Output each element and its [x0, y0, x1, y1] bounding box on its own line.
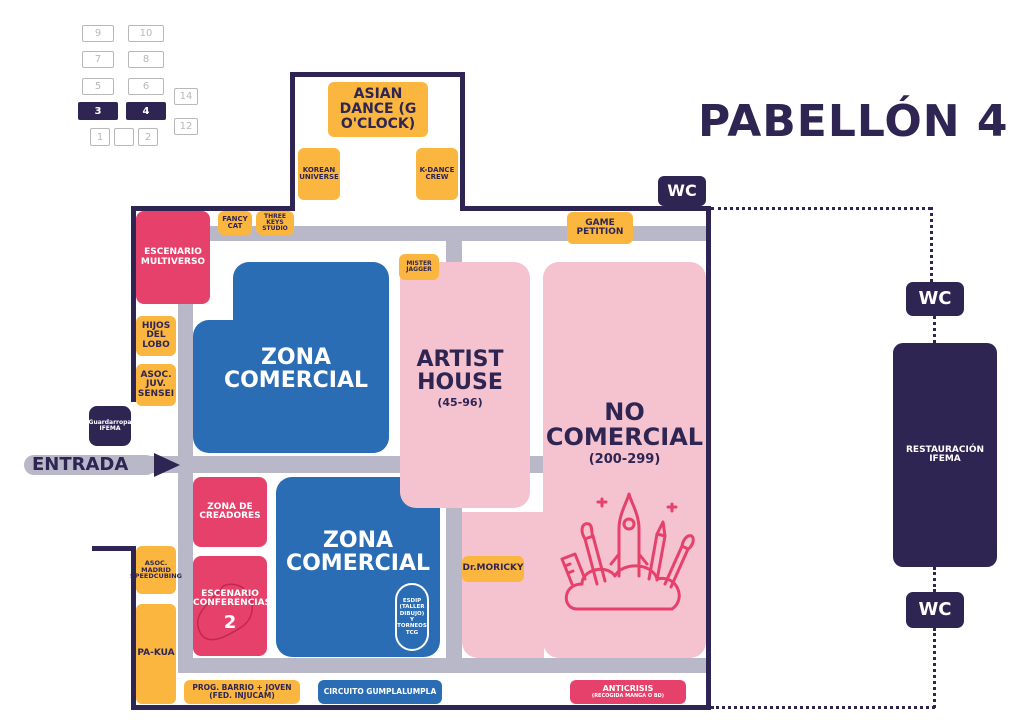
zone-anticrisis[interactable]: ANTICRISIS (RECOGIDA MANGA O BD): [570, 680, 686, 704]
hall-wall-annex-right: [460, 72, 465, 211]
path-top-connector: [711, 207, 931, 210]
wc-upper-right[interactable]: WC: [906, 282, 964, 316]
path-right-upper: [930, 207, 933, 282]
wc-hall-label: WC: [667, 180, 697, 200]
zone-korean-universe-label: KOREAN UNIVERSE: [299, 165, 339, 181]
zone-comercial-2-label: ZONA COMERCIAL: [285, 528, 431, 577]
zone-kdance-crew[interactable]: K-DANCE CREW: [416, 148, 458, 200]
zone-anticrisis-sub: (RECOGIDA MANGA O BD): [591, 692, 665, 699]
cloakroom-label: Guardarropa IFEMA: [88, 418, 132, 432]
zone-pa-kua-label: PA-KUA: [137, 648, 175, 659]
zone-restauracion-label: RESTAURACIÓN IFEMA: [905, 444, 985, 464]
arrow-right-icon: [154, 453, 180, 477]
minimap-pavilion-10[interactable]: 10: [128, 25, 164, 42]
hall-wall-left-upper: [131, 206, 136, 402]
zone-prog-barrio-joven[interactable]: PROG. BARRIO + JOVEN (FED. INJUCAM): [184, 680, 300, 704]
zone-korean-universe[interactable]: KOREAN UNIVERSE: [298, 148, 340, 200]
zone-artist-house[interactable]: ARTIST HOUSE (45-96): [400, 262, 530, 508]
minimap-pavilion-7[interactable]: 7: [82, 51, 114, 68]
zone-escenario-conferencias[interactable]: ESCENARIO CONFERENCIAS 2: [193, 556, 272, 656]
zone-artist-house-label: ARTIST HOUSE: [416, 347, 504, 396]
hall-wall-top-left: [131, 206, 291, 211]
zone-escenario-multiverso[interactable]: ESCENARIO MULTIVERSO: [136, 211, 210, 304]
stage-doodle-icon: [197, 583, 253, 641]
zone-comercial-1-label: ZONA COMERCIAL: [223, 345, 369, 394]
zone-hijos-del-lobo[interactable]: HIJOS DEL LOBO: [136, 316, 176, 356]
minimap-pavilion-4[interactable]: 4: [126, 102, 166, 120]
hall-wall-left-lower: [131, 548, 136, 710]
zone-game-petition-label: GAME PETITION: [576, 217, 624, 237]
zone-dr-moricky[interactable]: Dr.MORICKY: [462, 556, 524, 582]
zone-mister-jagger-label: MISTER JAGGER: [406, 259, 432, 273]
zone-escenario-multiverso-label: ESCENARIO MULTIVERSO: [140, 247, 206, 267]
zone-asian-dance-label: ASIAN DANCE (G O'CLOCK): [339, 86, 417, 132]
minimap-pavilion-6[interactable]: 6: [128, 78, 164, 95]
minimap-pavilion-9[interactable]: 9: [82, 25, 114, 42]
wc-upper-right-label: WC: [918, 287, 952, 309]
wc-lower-right-label: WC: [918, 598, 952, 620]
zone-dr-moricky-label: Dr.MORICKY: [462, 563, 524, 574]
minimap-pavilion-5[interactable]: 5: [82, 78, 114, 95]
zone-hijos-del-lobo-label: HIJOS DEL LOBO: [141, 320, 171, 350]
zone-fancy-cat-label: FANCY CAT: [222, 214, 248, 230]
minimap-pavilion-blank[interactable]: [114, 128, 134, 146]
minimap-pavilion-8[interactable]: 8: [128, 51, 164, 68]
minimap-pavilion-3[interactable]: 3: [78, 102, 118, 120]
entrance-label: ENTRADA: [32, 454, 129, 475]
zone-asoc-madrid-speedcubing-label: ASOC. MADRID SPEEDCUBING: [130, 558, 182, 581]
outer-wall-lower-left: [92, 546, 136, 551]
zone-no-comercial[interactable]: NO COMERCIAL (200-299): [543, 262, 706, 658]
zone-circuito-gumplalumpla[interactable]: CIRCUITO GUMPLALUMPLA: [318, 680, 442, 704]
zone-anticrisis-label: ANTICRISIS: [602, 684, 654, 694]
minimap-pavilion-12[interactable]: 12: [174, 118, 198, 135]
zone-three-keys-studio[interactable]: THREE KEYS STUDIO: [256, 211, 294, 235]
zone-fancy-cat[interactable]: FANCY CAT: [218, 211, 252, 235]
minimap-pavilion-1[interactable]: 1: [90, 128, 110, 146]
hall-wall-annex-top: [290, 72, 465, 77]
zone-three-keys-studio-label: THREE KEYS STUDIO: [262, 212, 288, 233]
zone-no-comercial-label: NO COMERCIAL: [545, 398, 704, 452]
minimap-pavilion-14[interactable]: 14: [174, 88, 198, 105]
zone-pink-lower: [462, 512, 544, 658]
zone-prog-barrio-joven-label: PROG. BARRIO + JOVEN (FED. INJUCAM): [192, 683, 292, 700]
zone-kdance-crew-label: K-DANCE CREW: [419, 165, 455, 181]
path-right-lower: [933, 628, 936, 708]
zone-esdip-label: ESDIP (TALLER DIBUJO) Y TORNEOS TCG: [397, 598, 427, 636]
zone-circuito-gumplalumpla-label: CIRCUITO GUMPLALUMPLA: [323, 687, 437, 697]
zone-creadores-label: ZONA DE CREADORES: [199, 501, 261, 521]
zone-escenario-conferencias-label: ESCENARIO CONFERENCIAS: [193, 589, 272, 609]
hall-wall-annex-left: [290, 72, 295, 211]
cloakroom[interactable]: Guardarropa IFEMA: [89, 406, 131, 446]
minimap-pavilion-2[interactable]: 2: [138, 128, 158, 146]
zone-esdip[interactable]: ESDIP (TALLER DIBUJO) Y TORNEOS TCG: [395, 583, 429, 651]
zone-comercial-1[interactable]: ZONA COMERCIAL: [193, 262, 389, 453]
zone-no-comercial-range: (200-299): [588, 452, 661, 467]
zone-game-petition[interactable]: GAME PETITION: [567, 212, 633, 244]
zone-asian-dance[interactable]: ASIAN DANCE (G O'CLOCK): [328, 82, 428, 137]
path-right-mid-1: [933, 316, 936, 343]
entrance-arrow: ENTRADA: [24, 453, 182, 477]
aisle-bottom: [178, 658, 706, 673]
zone-mister-jagger[interactable]: MISTER JAGGER: [399, 254, 439, 280]
wc-hall[interactable]: WC: [658, 176, 706, 206]
zone-restauracion[interactable]: RESTAURACIÓN IFEMA: [893, 343, 997, 567]
art-supplies-icon: [560, 492, 695, 611]
hall-wall-bottom: [131, 705, 711, 710]
page-title: PABELLÓN 4: [698, 96, 1009, 147]
zone-asoc-juv-sensei-label: ASOC. JUV. SENSEI: [137, 369, 175, 399]
zone-artist-house-range: (45-96): [437, 396, 483, 409]
zone-asoc-madrid-speedcubing[interactable]: ASOC. MADRID SPEEDCUBING: [130, 546, 182, 594]
zone-creadores[interactable]: ZONA DE CREADORES: [193, 477, 267, 547]
hall-wall-right: [706, 206, 711, 710]
hall-wall-top-right: [460, 206, 711, 211]
wc-lower-right[interactable]: WC: [906, 592, 964, 628]
aisle-left: [178, 226, 193, 666]
zone-asoc-juv-sensei[interactable]: ASOC. JUV. SENSEI: [136, 364, 176, 406]
path-bottom-connector: [711, 706, 935, 709]
zone-pa-kua[interactable]: PA-KUA: [136, 604, 176, 704]
zone-escenario-conferencias-number: 2: [223, 612, 237, 633]
path-right-mid-2: [933, 567, 936, 592]
